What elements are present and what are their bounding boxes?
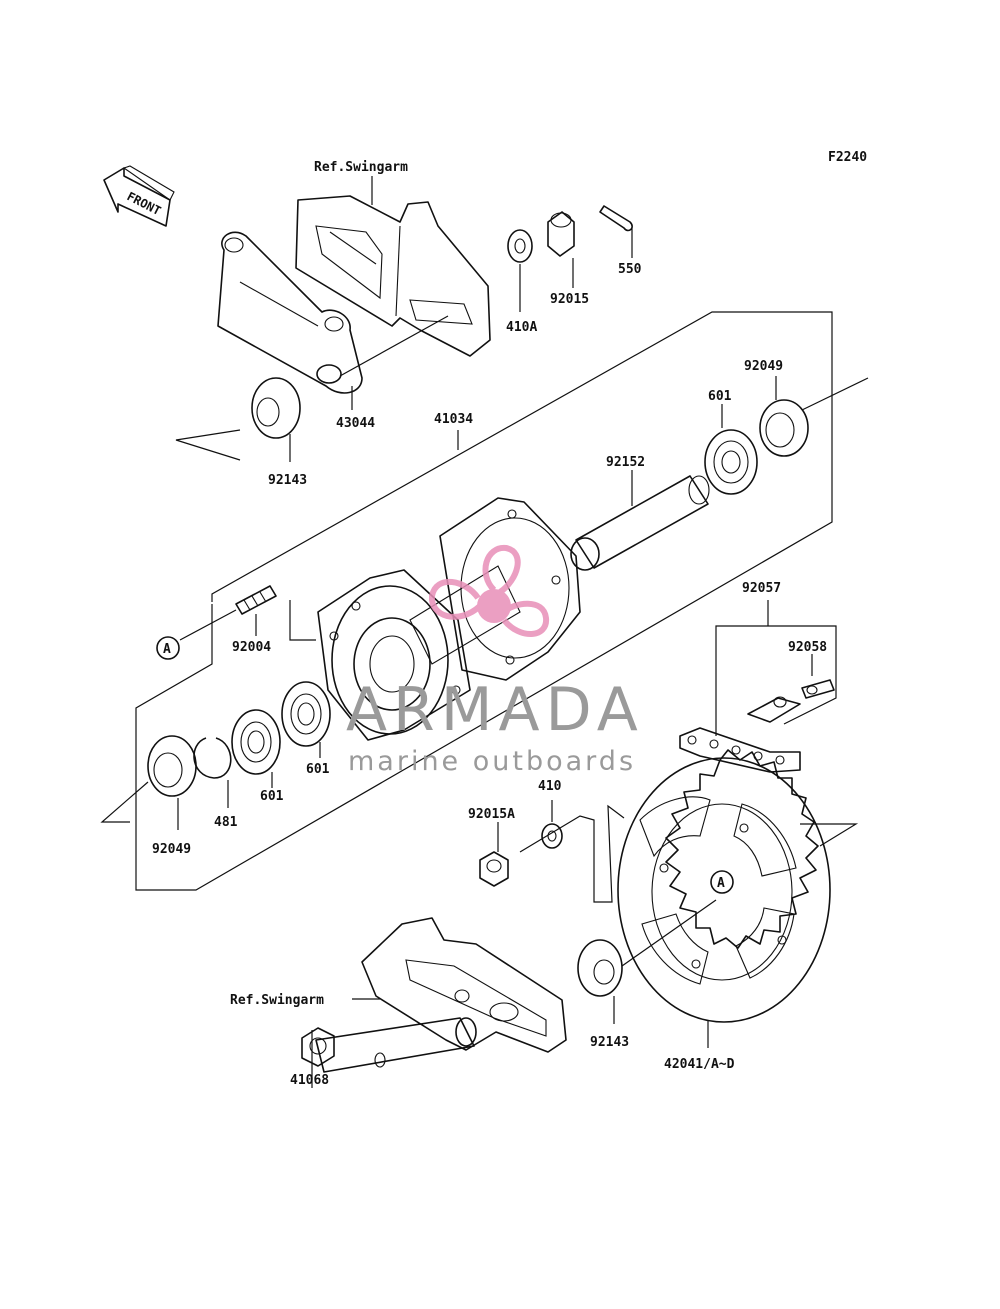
circlip-481 [193,737,232,779]
collar-92143-low [577,939,623,997]
label-601-low: 601 [260,789,284,804]
label-92015: 92015 [550,292,589,307]
master-link-92058 [747,679,835,723]
stud-92004 [235,585,277,615]
callout-a-right: A [710,870,734,894]
label-43044: 43044 [336,416,375,431]
label-410A: 410A [506,320,537,335]
bearing-601-mid [281,681,331,747]
label-410: 410 [538,779,562,794]
wheel-hub [317,497,581,741]
label-92143-low: 92143 [590,1035,629,1050]
ref-swingarm-bottom: Ref.Swingarm [230,993,324,1008]
callout-a-left: A [156,636,180,660]
label-92152: 92152 [606,455,645,470]
label-92049-top: 92049 [744,359,783,374]
chain-guide-43044 [217,231,363,394]
label-92004: 92004 [232,640,271,655]
label-42041: 42041/A~D [664,1057,735,1072]
cotter-pin-550 [599,205,633,232]
label-481: 481 [214,815,238,830]
watermark-tagline: marine outboards [348,746,636,777]
armada-logo-icon [429,545,549,637]
bearing-601-top [704,429,758,495]
swingarm-end-bottom [361,917,567,1053]
label-92049-low: 92049 [152,842,191,857]
chain-92057 [679,727,801,773]
label-92058: 92058 [788,640,827,655]
nut-92015 [547,211,575,257]
label-41068: 41068 [290,1073,329,1088]
label-92143-top: 92143 [268,473,307,488]
label-41034: 41034 [434,412,473,427]
sprocket-42041 [617,749,831,1023]
label-601-mid: 601 [306,762,330,777]
nut-92015A [479,851,509,887]
spacer-92152 [570,475,710,571]
swingarm-end-top [295,195,491,357]
label-601-top: 601 [708,389,732,404]
oil-seal-92049-low [147,735,197,797]
watermark-brand: ARMADA [346,675,644,745]
bearing-601-low [231,709,281,775]
figure-code: F2240 [828,150,867,165]
oil-seal-92049-top [759,399,809,457]
washer-410 [541,823,563,849]
label-550: 550 [618,262,642,277]
ref-swingarm-top: Ref.Swingarm [314,160,408,175]
label-92057: 92057 [742,581,781,596]
front-arrow-icon: FRONT [103,165,175,227]
svg-text:A: A [163,642,171,657]
washer-410A [507,229,533,263]
label-92015A: 92015A [468,807,515,822]
collar-92143-top [251,377,301,439]
svg-text:A: A [717,876,725,891]
axle-41068 [301,1017,477,1073]
